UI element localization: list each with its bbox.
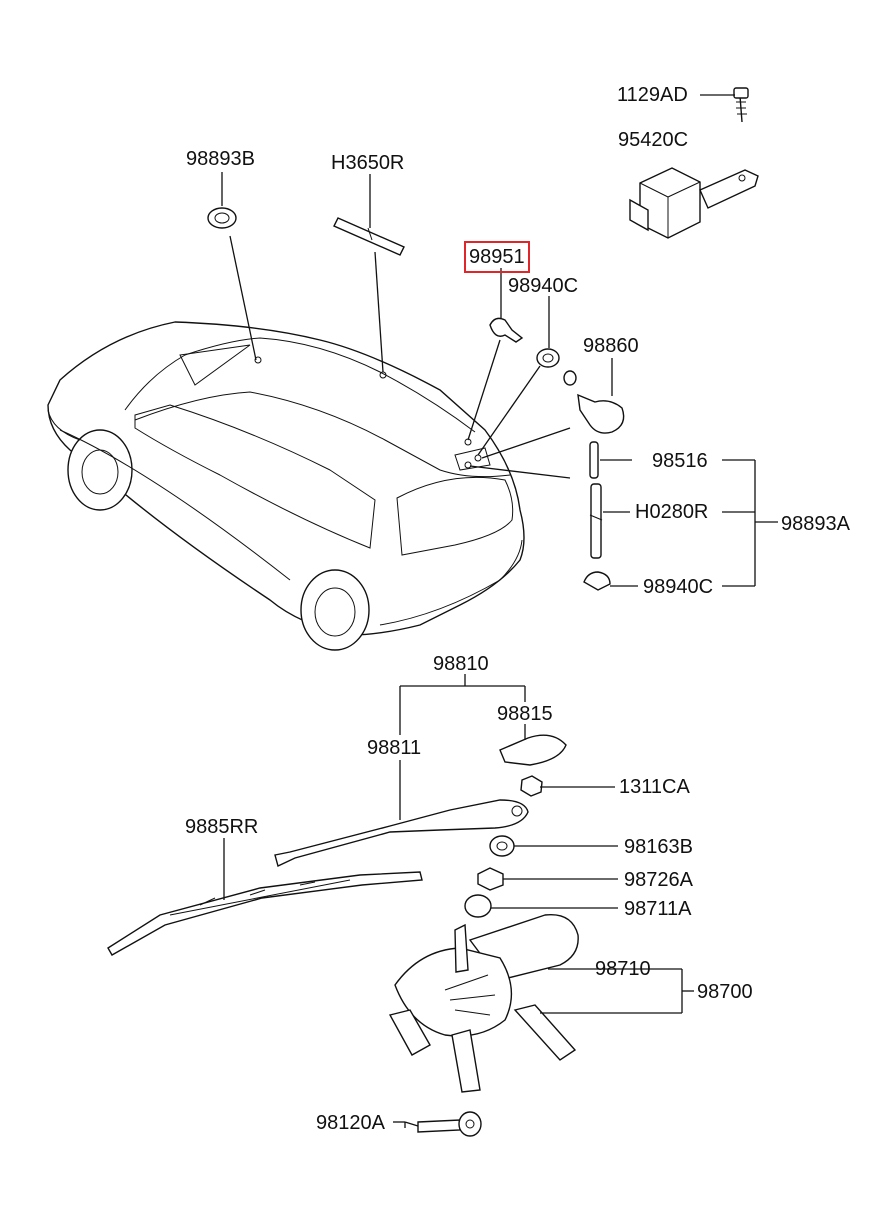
washer-98163B-part xyxy=(489,835,515,857)
label-98810[interactable]: 98810 xyxy=(433,653,489,675)
bolt-1129AD-part xyxy=(733,87,749,123)
label-H0280R[interactable]: H0280R xyxy=(635,501,709,523)
hose-98516-part xyxy=(589,441,599,479)
label-98893B[interactable]: 98893B xyxy=(186,148,255,170)
label-98940C-top[interactable]: 98940C xyxy=(508,275,579,297)
label-98516[interactable]: 98516 xyxy=(652,450,708,472)
grommet-98940C-bot-part xyxy=(583,571,611,591)
label-98893A[interactable]: 98893A xyxy=(781,513,850,535)
label-98163B[interactable]: 98163B xyxy=(624,836,693,858)
label-1129AD[interactable]: 1129AD xyxy=(617,84,688,106)
car-illustration xyxy=(47,321,525,651)
relay-95420C-part xyxy=(629,167,759,239)
label-98811[interactable]: 98811 xyxy=(367,737,422,759)
label-95420C[interactable]: 95420C xyxy=(618,129,689,151)
leader-lines xyxy=(221,94,778,1128)
label-98815[interactable]: 98815 xyxy=(497,703,553,725)
label-98940C-bot[interactable]: 98940C xyxy=(643,576,714,598)
label-9885RR[interactable]: 9885RR xyxy=(185,816,259,838)
grommet-98940C-top-part xyxy=(536,348,560,368)
label-98700[interactable]: 98700 xyxy=(697,981,753,1003)
hose-H3650R-part xyxy=(333,217,405,256)
label-98120A[interactable]: 98120A xyxy=(316,1112,385,1134)
bolt-98120A-part xyxy=(417,1111,482,1137)
label-98710[interactable]: 98710 xyxy=(595,958,651,980)
label-98726A[interactable]: 98726A xyxy=(624,869,693,891)
wiper-arm-98811-part xyxy=(274,799,529,867)
hose-H0280R-part xyxy=(589,483,603,559)
cap-98711A-part xyxy=(464,894,492,918)
label-98860[interactable]: 98860 xyxy=(583,335,639,357)
clip-98951-part xyxy=(489,317,524,343)
nozzle-98860-part xyxy=(563,370,625,434)
label-1311CA[interactable]: 1311CA xyxy=(619,776,690,798)
nut-98726A-part xyxy=(477,867,504,891)
label-98951-highlighted[interactable]: 98951 xyxy=(464,241,530,273)
wiper-blade-9885RR-part xyxy=(107,871,423,956)
label-98711A[interactable]: 98711A xyxy=(624,898,692,920)
wiper-motor-98710-part xyxy=(388,913,579,1093)
nut-1311CA-part xyxy=(520,775,543,797)
wiper-cap-98815-part xyxy=(499,734,567,766)
grommet-98893B-part xyxy=(207,207,237,229)
label-H3650R[interactable]: H3650R xyxy=(331,152,405,174)
